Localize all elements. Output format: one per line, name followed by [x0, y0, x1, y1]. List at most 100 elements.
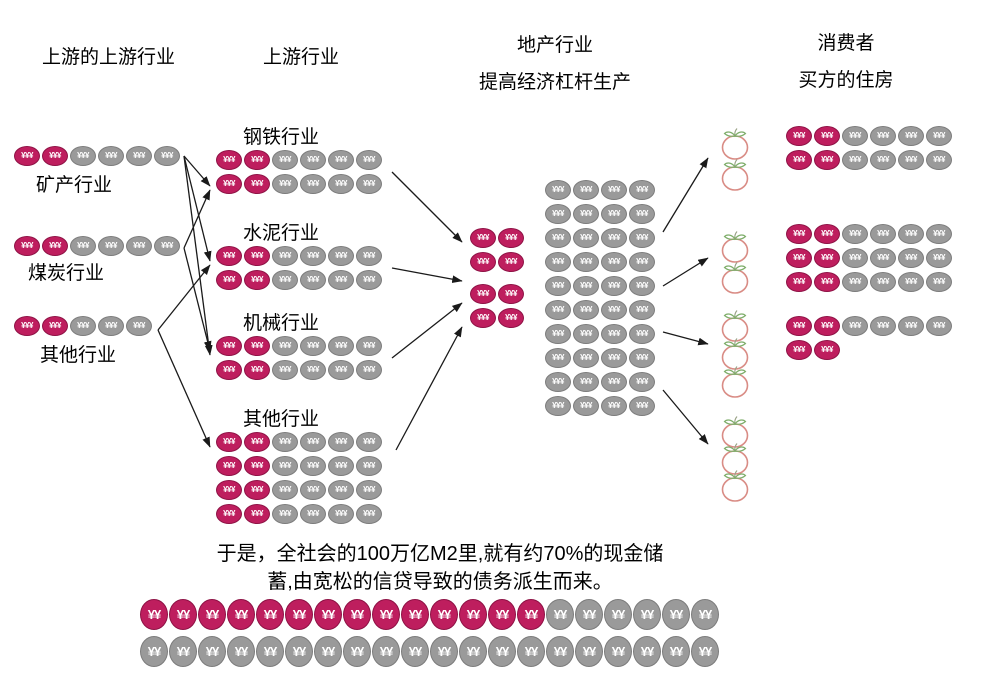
gray-coin: ¥¥: [546, 636, 574, 667]
column-header-upstream: 上游行业: [263, 47, 340, 68]
gray-coin: ¥¥¥: [328, 480, 354, 500]
gray-coin: ¥¥¥: [126, 316, 152, 336]
flow-arrow: [391, 302, 463, 359]
coin-row: ¥¥¥¥¥¥¥¥¥¥¥¥: [545, 276, 657, 300]
crimson-coin: ¥¥¥: [244, 504, 270, 524]
crimson-coin: ¥¥¥: [786, 248, 812, 268]
gray-coin: ¥¥¥: [898, 126, 924, 146]
coin-group-others-mid: ¥¥¥¥¥¥¥¥¥¥¥¥¥¥¥¥¥¥¥¥¥¥¥¥¥¥¥¥¥¥¥¥¥¥¥¥¥¥¥¥…: [216, 432, 384, 528]
coin-group-m2-row-top: ¥¥¥¥¥¥¥¥¥¥¥¥¥¥¥¥¥¥¥¥¥¥¥¥¥¥¥¥¥¥¥¥¥¥¥¥¥¥¥¥: [140, 599, 720, 635]
coin-row: ¥¥¥¥¥¥¥¥¥¥¥¥¥¥¥¥¥¥: [216, 504, 384, 528]
coin-row: ¥¥¥¥¥¥¥¥¥¥¥¥: [545, 180, 657, 204]
gray-coin: ¥¥¥: [154, 236, 180, 256]
gray-coin: ¥¥¥: [545, 372, 571, 392]
gray-coin: ¥¥¥: [926, 272, 952, 292]
gray-coin: ¥¥: [662, 636, 690, 667]
coin-group-others-left: ¥¥¥¥¥¥¥¥¥¥¥¥¥¥¥: [14, 316, 154, 340]
gray-coin: ¥¥¥: [926, 126, 952, 146]
apple-icon: [718, 308, 752, 342]
coin-group-realestate: ¥¥¥¥¥¥¥¥¥¥¥¥¥¥¥¥¥¥¥¥¥¥¥¥¥¥¥¥¥¥¥¥¥¥¥¥¥¥¥¥…: [545, 180, 657, 420]
crimson-coin: ¥¥¥: [244, 480, 270, 500]
gray-coin: ¥¥¥: [98, 316, 124, 336]
gray-coin: ¥¥: [459, 636, 487, 667]
crimson-coin: ¥¥¥: [786, 340, 812, 360]
crimson-coin: ¥¥: [314, 599, 342, 630]
gray-coin: ¥¥¥: [601, 324, 627, 344]
crimson-coin: ¥¥¥: [244, 456, 270, 476]
gray-coin: ¥¥¥: [545, 204, 571, 224]
crimson-coin: ¥¥¥: [786, 150, 812, 170]
gray-coin: ¥¥¥: [601, 372, 627, 392]
label-others-mid: 其他行业: [243, 409, 320, 430]
gray-coin: ¥¥: [314, 636, 342, 667]
gray-coin: ¥¥¥: [573, 204, 599, 224]
apple-icon: [718, 229, 752, 263]
crimson-coin: ¥¥¥: [216, 456, 242, 476]
coin-row: ¥¥¥¥¥¥: [470, 252, 526, 276]
coin-row: ¥¥¥¥¥¥¥¥¥¥¥¥¥¥¥¥¥¥: [216, 360, 384, 384]
crimson-coin: ¥¥¥: [244, 432, 270, 452]
gray-coin: ¥¥¥: [98, 236, 124, 256]
crimson-coin: ¥¥¥: [244, 336, 270, 356]
gray-coin: ¥¥¥: [870, 150, 896, 170]
gray-coin: ¥¥: [227, 636, 255, 667]
coin-row: ¥¥¥¥¥¥¥¥¥¥¥¥¥¥¥¥¥¥: [14, 146, 182, 170]
gray-coin: ¥¥: [198, 636, 226, 667]
gray-coin: ¥¥: [575, 599, 603, 630]
gray-coin: ¥¥¥: [300, 360, 326, 380]
crimson-coin: ¥¥: [488, 599, 516, 630]
apple-icon: [718, 468, 752, 502]
gray-coin: ¥¥¥: [601, 228, 627, 248]
gray-coin: ¥¥¥: [328, 246, 354, 266]
coin-row: ¥¥¥¥¥¥¥¥¥¥¥¥¥¥¥¥¥¥¥¥¥¥¥¥¥¥¥¥¥¥¥¥¥¥¥¥¥¥¥¥: [140, 636, 720, 672]
coin-row: ¥¥¥¥¥¥: [470, 284, 526, 308]
crimson-coin: ¥¥: [343, 599, 371, 630]
crimson-coin: ¥¥¥: [216, 504, 242, 524]
apple-icon: [718, 260, 752, 294]
gray-coin: ¥¥: [169, 636, 197, 667]
gray-coin: ¥¥: [488, 636, 516, 667]
crimson-coin: ¥¥¥: [470, 252, 496, 272]
apple-icon: [718, 414, 752, 448]
gray-coin: ¥¥¥: [300, 456, 326, 476]
gray-coin: ¥¥¥: [356, 150, 382, 170]
label-coal: 煤炭行业: [28, 263, 105, 284]
gray-coin: ¥¥¥: [573, 180, 599, 200]
coin-group-coal: ¥¥¥¥¥¥¥¥¥¥¥¥¥¥¥¥¥¥: [14, 236, 182, 260]
gray-coin: ¥¥¥: [601, 300, 627, 320]
coin-row: ¥¥¥¥¥¥¥¥¥¥¥¥¥¥¥¥¥¥: [786, 224, 954, 248]
crimson-coin: ¥¥¥: [244, 360, 270, 380]
gray-coin: ¥¥¥: [601, 204, 627, 224]
coin-row: ¥¥¥¥¥¥¥¥¥¥¥¥¥¥¥¥¥¥: [216, 150, 384, 174]
crimson-coin: ¥¥: [517, 599, 545, 630]
gray-coin: ¥¥¥: [300, 336, 326, 356]
gray-coin: ¥¥: [691, 599, 719, 630]
crimson-coin: ¥¥: [459, 599, 487, 630]
crimson-coin: ¥¥¥: [216, 270, 242, 290]
gray-coin: ¥¥¥: [842, 248, 868, 268]
m2-caption-line-1: 于是，全社会的100万亿M2里,就有约70%的现金储: [216, 543, 664, 565]
gray-coin: ¥¥: [633, 636, 661, 667]
gray-coin: ¥¥¥: [272, 360, 298, 380]
coin-row: ¥¥¥¥¥¥¥¥¥¥¥¥¥¥¥¥¥¥: [14, 236, 182, 260]
gray-coin: ¥¥¥: [356, 270, 382, 290]
crimson-coin: ¥¥¥: [14, 236, 40, 256]
gray-coin: ¥¥: [285, 636, 313, 667]
gray-coin: ¥¥¥: [842, 316, 868, 336]
coin-group-core-top: ¥¥¥¥¥¥¥¥¥¥¥¥: [470, 228, 526, 276]
flow-arrow: [662, 257, 709, 287]
flow-arrow: [662, 331, 709, 346]
coin-row: ¥¥¥¥¥¥¥¥¥¥¥¥¥¥¥¥¥¥: [216, 432, 384, 456]
coin-row: ¥¥¥¥¥¥¥¥¥¥¥¥¥¥¥¥¥¥¥¥¥¥¥¥¥¥¥¥¥¥¥¥¥¥¥¥¥¥¥¥: [140, 599, 720, 635]
gray-coin: ¥¥¥: [300, 504, 326, 524]
crimson-coin: ¥¥¥: [814, 126, 840, 146]
gray-coin: ¥¥¥: [573, 348, 599, 368]
gray-coin: ¥¥¥: [272, 270, 298, 290]
gray-coin: ¥¥¥: [98, 146, 124, 166]
crimson-coin: ¥¥: [430, 599, 458, 630]
gray-coin: ¥¥¥: [898, 248, 924, 268]
gray-coin: ¥¥¥: [272, 480, 298, 500]
gray-coin: ¥¥¥: [300, 174, 326, 194]
flow-arrow: [391, 267, 463, 284]
gray-coin: ¥¥¥: [356, 360, 382, 380]
